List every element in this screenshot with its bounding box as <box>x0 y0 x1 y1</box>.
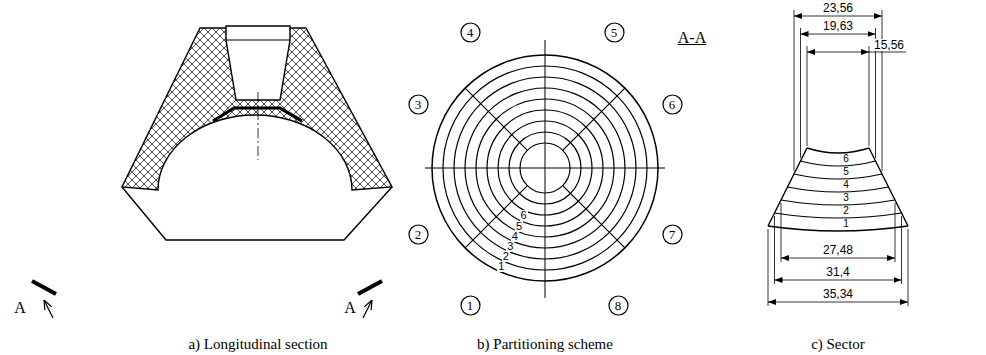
sector-number: 3 <box>415 98 422 111</box>
circle-shape <box>663 225 682 244</box>
circle-shape <box>409 95 428 114</box>
sector-number: 6 <box>669 98 676 111</box>
ring-number: 1 <box>497 261 505 272</box>
dimension-value: 27,48 <box>822 244 854 256</box>
cup-cavity <box>226 26 290 100</box>
ring-number: 1 <box>842 219 850 229</box>
dimension-value: 31,4 <box>825 266 850 278</box>
ring-number: 4 <box>842 180 850 190</box>
sector-number-circle: 4 <box>460 22 481 43</box>
circle-shape <box>409 225 428 244</box>
panel-caption: a) Longitudinal section <box>187 336 328 353</box>
ring-number: 5 <box>842 167 850 177</box>
sector-divider <box>465 88 527 150</box>
ring-arc <box>801 161 876 166</box>
sector-number-circle: 2 <box>408 224 429 245</box>
sector-divider <box>563 186 625 248</box>
panel-caption: b) Partitioning scheme <box>476 336 614 353</box>
extension-line <box>794 10 882 171</box>
sector-number: 8 <box>615 299 622 312</box>
dimension-line <box>768 302 908 303</box>
ring-arc <box>807 148 869 153</box>
sector-number: 5 <box>611 26 618 39</box>
sector-number: 1 <box>467 299 474 312</box>
sector-number: 2 <box>415 228 422 241</box>
extension-line <box>781 203 895 262</box>
dimension-line <box>794 16 882 17</box>
ring-arc <box>794 174 882 179</box>
sector-number-circle: 7 <box>662 224 683 245</box>
ring-number: 6 <box>842 154 850 164</box>
section-mark <box>32 281 56 294</box>
ring-number: 3 <box>842 193 850 203</box>
circle-shape <box>461 296 480 315</box>
ring-arc <box>768 226 908 231</box>
extension-line <box>768 229 908 306</box>
sector-detail <box>768 148 908 231</box>
extension-line <box>775 216 902 284</box>
sector-number-circle: 3 <box>408 94 429 115</box>
dimension-line <box>807 52 869 53</box>
sector-number-circle: 8 <box>608 295 629 316</box>
circle-shape <box>663 95 682 114</box>
dimension-lines <box>768 10 908 306</box>
section-mark <box>358 281 382 294</box>
sector-number: 4 <box>467 26 474 39</box>
cup-rim <box>226 39 290 40</box>
dimension-line <box>801 34 876 35</box>
section-letter: A <box>13 299 27 317</box>
section-letter: A <box>343 299 357 317</box>
dimension-value: 23,56 <box>822 2 854 14</box>
extension-line <box>801 28 876 158</box>
sector-number-circle: 6 <box>662 94 683 115</box>
extension-line <box>807 46 869 146</box>
circle-shape <box>605 23 624 42</box>
panel-caption: c) Sector <box>810 336 866 353</box>
longitudinal-section <box>32 26 392 318</box>
center-line <box>258 92 259 160</box>
dimension-value: 15,56 <box>873 39 905 51</box>
section-arrow <box>44 300 53 318</box>
section-name: A-A <box>677 29 707 47</box>
ring-arc <box>775 213 902 218</box>
sector-number: 7 <box>669 228 676 241</box>
base-outline <box>122 187 392 240</box>
sector-divider <box>563 88 625 150</box>
sector-number-circle: 5 <box>604 22 625 43</box>
dimension-value: 35,34 <box>822 288 854 300</box>
section-arrow <box>363 300 372 318</box>
circle-shape <box>461 23 480 42</box>
axis-line <box>545 40 546 298</box>
ring-arc <box>788 187 889 192</box>
sector-divider <box>465 186 527 248</box>
dimension-shelf <box>869 52 906 53</box>
partition-scheme <box>425 40 665 298</box>
ring-number: 2 <box>842 206 850 216</box>
dimension-line <box>775 280 902 281</box>
ring-arc <box>781 200 895 205</box>
insert-layer <box>213 108 302 121</box>
circle-shape <box>609 296 628 315</box>
sector-number-circle: 1 <box>460 295 481 316</box>
dimension-value: 19,63 <box>822 20 854 32</box>
dimension-line <box>781 258 895 259</box>
